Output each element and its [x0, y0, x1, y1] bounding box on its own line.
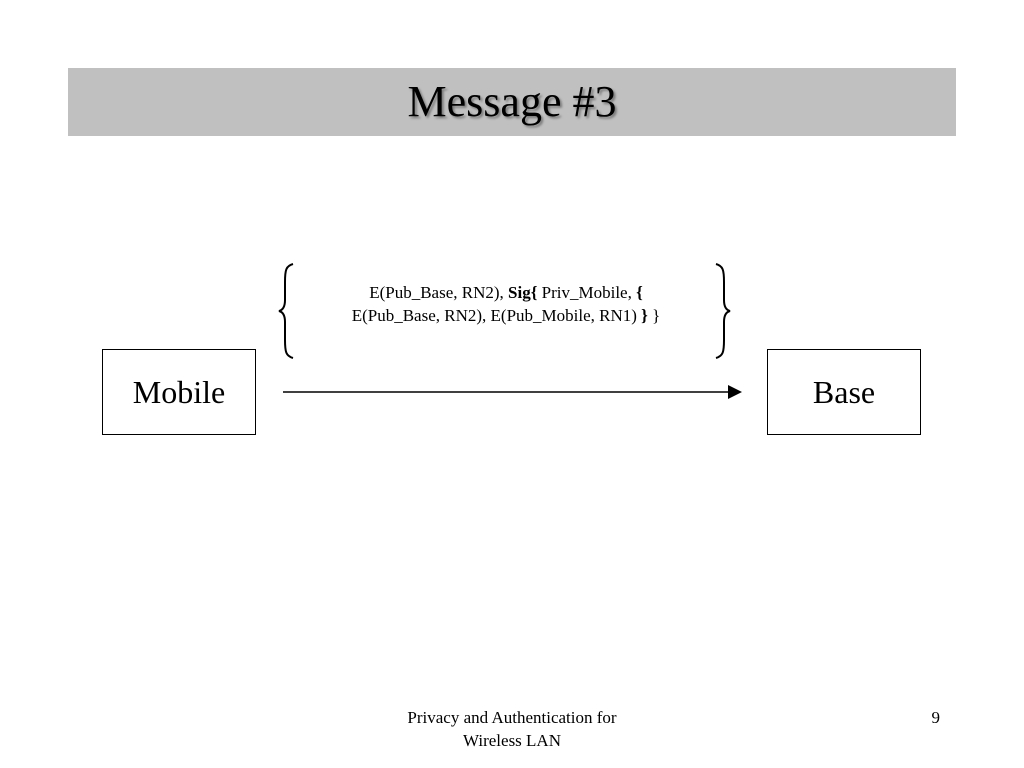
- footer: Privacy and Authentication for Wireless …: [362, 706, 662, 752]
- message-line-2: E(Pub_Base, RN2), E(Pub_Mobile, RN1) } }: [300, 304, 712, 327]
- base-label: Base: [812, 373, 876, 410]
- message-line-1: E(Pub_Base, RN2), Sig{ Priv_Mobile, {: [300, 281, 712, 304]
- page-number: 9: [931, 708, 941, 727]
- footer-line-1: Privacy and Authentication for: [407, 708, 617, 727]
- slide-title: Message #3: [407, 77, 617, 126]
- message-text-4: }: [647, 306, 661, 325]
- message-text-3: E(Pub_Base, RN2), E(Pub_Mobile, RN1): [351, 306, 642, 325]
- left-brace: [278, 263, 294, 359]
- right-brace: [715, 263, 731, 359]
- message-text-2: Priv_Mobile,: [537, 283, 637, 302]
- sig-keyword: Sig{: [508, 283, 538, 302]
- message-content: E(Pub_Base, RN2), Sig{ Priv_Mobile, { E(…: [300, 281, 712, 327]
- message-arrow-head: [728, 385, 742, 399]
- inner-open-brace: {: [636, 283, 643, 302]
- base-node: Base: [767, 349, 921, 435]
- mobile-node: Mobile: [102, 349, 256, 435]
- footer-line-2: Wireless LAN: [463, 731, 561, 750]
- mobile-label: Mobile: [132, 373, 226, 410]
- inner-close-brace: }: [641, 306, 648, 325]
- title-bar: Message #3: [68, 68, 956, 136]
- message-text-1: E(Pub_Base, RN2),: [369, 283, 509, 302]
